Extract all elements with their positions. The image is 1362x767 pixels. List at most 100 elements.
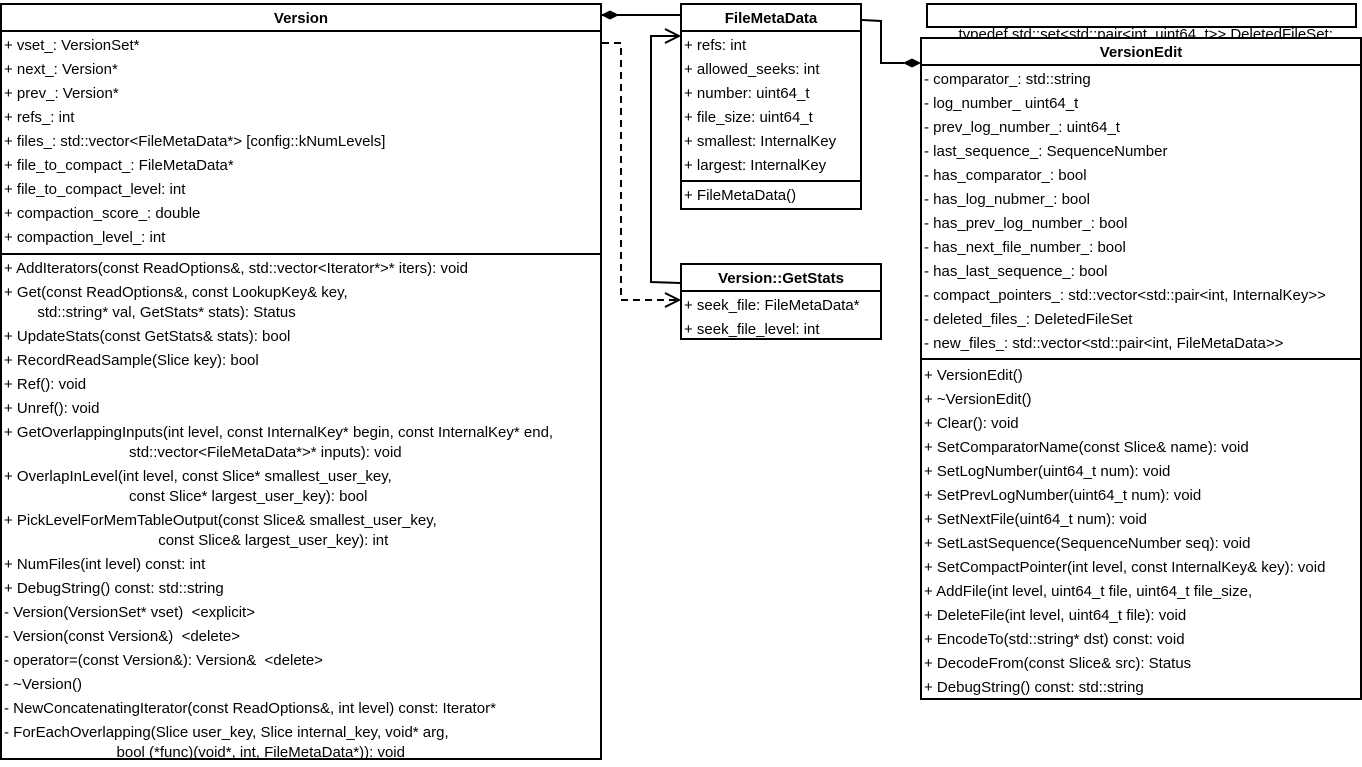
attribute-has-last-sequence: - has_last_sequence_: bool — [924, 263, 1108, 280]
method-filemetadata: + FileMetaData() — [682, 186, 860, 210]
composition-line-filemeta-versionedit — [861, 19, 904, 64]
attribute-compaction-score: + compaction_score_: double — [4, 205, 201, 222]
attribute-vset: + vset_: VersionSet* — [4, 37, 140, 54]
method-signature: + FileMetaData() — [684, 187, 797, 204]
attribute-has-log-nubmer: - has_log_nubmer_: bool — [924, 191, 1090, 208]
class-title: Version — [2, 5, 600, 32]
attribute-seek-file-level: + seek_file_level: int — [684, 321, 820, 338]
method-signature: - Version(VersionSet* vset) <explicit> — [4, 604, 255, 621]
method-newconcatenatingiterator: - NewConcatenatingIterator(const ReadOpt… — [2, 699, 600, 723]
method-clear: + Clear(): void — [922, 414, 1360, 438]
composition-diamond-version — [600, 10, 620, 20]
method-versionedit: + ~VersionEdit() — [922, 390, 1360, 414]
method-signature-continued: std::vector<FileMetaData*>* inputs): voi… — [4, 444, 402, 461]
method-signature: + PickLevelForMemTableOutput(const Slice… — [4, 512, 437, 529]
method-signature: + RecordReadSample(Slice key): bool — [4, 352, 259, 369]
method-versionedit: + VersionEdit() — [922, 366, 1360, 390]
method-signature-continued: bool (*func)(void*, int, FileMetaData*))… — [4, 744, 405, 761]
attribute-has-next-file-number: - has_next_file_number_: bool — [924, 239, 1126, 256]
attribute-compaction-level: + compaction_level_: int — [4, 229, 166, 246]
method-signature: - ~Version() — [4, 676, 82, 693]
method-operator: - operator=(const Version&): Version& <d… — [2, 651, 600, 675]
method-unref: + Unref(): void — [2, 399, 600, 423]
attribute-number: + number: uint64_t — [684, 85, 810, 102]
method-overlapinlevel: + OverlapInLevel(int level, const Slice*… — [2, 467, 600, 511]
attribute-prev-log-number: - prev_log_number_: uint64_t — [924, 119, 1120, 136]
method-signature: + SetComparatorName(const Slice& name): … — [924, 439, 1249, 456]
method-ref: + Ref(): void — [2, 375, 600, 399]
method-picklevelformemtableoutput: + PickLevelForMemTableOutput(const Slice… — [2, 511, 600, 555]
attribute-smallest: + smallest: InternalKey — [684, 133, 837, 150]
attribute-last-sequence: - last_sequence_: SequenceNumber — [924, 143, 1168, 160]
method-signature: + SetPrevLogNumber(uint64_t num): void — [924, 487, 1202, 504]
composition-diamond-versionedit — [902, 58, 922, 68]
attribute-compact-pointers: - compact_pointers_: std::vector<std::pa… — [924, 287, 1326, 304]
method-signature: + GetOverlappingInputs(int level, const … — [4, 424, 554, 441]
method-setnextfile: + SetNextFile(uint64_t num): void — [922, 510, 1360, 534]
attribute-files: + files_: std::vector<FileMetaData*> [co… — [4, 133, 386, 150]
class-version-get-stats[interactable]: Version::GetStats + seek_file: FileMetaD… — [680, 263, 882, 340]
method-signature: + Clear(): void — [924, 415, 1019, 432]
method-signature: - ForEachOverlapping(Slice user_key, Sli… — [4, 724, 449, 741]
class-version[interactable]: Version + vset_: VersionSet* + next_: Ver… — [0, 3, 602, 761]
method-signature: + ~VersionEdit() — [924, 391, 1032, 408]
class-version-edit[interactable]: VersionEdit - comparator_: std::string- … — [920, 37, 1362, 700]
method-decodefrom: + DecodeFrom(const Slice& src): Status — [922, 654, 1360, 678]
method-signature-continued: const Slice* largest_user_key): bool — [4, 488, 368, 505]
method-signature: + Unref(): void — [4, 400, 100, 417]
class-file-meta-data[interactable]: FileMetaData + refs: int+ allowed_seeks:… — [680, 3, 862, 210]
method-version: - Version(const Version&) <delete> — [2, 627, 600, 651]
method-deletefile: + DeleteFile(int level, uint64_t file): … — [922, 606, 1360, 630]
method-signature: + SetLogNumber(uint64_t num): void — [924, 463, 1171, 480]
attribute-refs: + refs_: int — [4, 109, 75, 126]
attribute-list: + seek_file: FileMetaData* + seek_file_le… — [682, 292, 880, 342]
attribute-has-prev-log-number: - has_prev_log_number_: bool — [924, 215, 1128, 232]
method-signature: + UpdateStats(const GetStats& stats): bo… — [4, 328, 291, 345]
association-line-getstats-filemeta — [650, 35, 681, 284]
attribute-file-size: + file_size: uint64_t — [684, 109, 813, 126]
method-list: + VersionEdit() + ~VersionEdit() + Clear()… — [922, 360, 1360, 702]
method-signature: + VersionEdit() — [924, 367, 1023, 384]
method-numfiles: + NumFiles(int level) const: int — [2, 555, 600, 579]
method-signature: + SetNextFile(uint64_t num): void — [924, 511, 1148, 528]
attribute-seek-file: + seek_file: FileMetaData* — [684, 297, 860, 314]
method-signature: + DeleteFile(int level, uint64_t file): … — [924, 607, 1187, 624]
method-signature-continued: std::string* val, GetStats* stats): Stat… — [4, 304, 296, 321]
method-addfile: + AddFile(int level, uint64_t file, uint… — [922, 582, 1360, 606]
method-getoverlappinginputs: + GetOverlappingInputs(int level, const … — [2, 423, 600, 467]
method-signature: + SetLastSequence(SequenceNumber seq): v… — [924, 535, 1251, 552]
method-signature: - Version(const Version&) <delete> — [4, 628, 240, 645]
method-encodeto: + EncodeTo(std::string* dst) const: void — [922, 630, 1360, 654]
attribute-prev: + prev_: Version* — [4, 85, 119, 102]
method-version: - Version(VersionSet* vset) <explicit> — [2, 603, 600, 627]
method-signature: + DebugString() const: std::string — [4, 580, 224, 597]
class-title: Version::GetStats — [682, 265, 880, 292]
attribute-refs: + refs: int — [684, 37, 747, 54]
method-setcompactpointer: + SetCompactPointer(int level, const Int… — [922, 558, 1360, 582]
method-signature: - NewConcatenatingIterator(const ReadOpt… — [4, 700, 496, 717]
method-signature-continued: const Slice& largest_user_key): int — [4, 532, 389, 549]
attribute-deleted-files: - deleted_files_: DeletedFileSet — [924, 311, 1133, 328]
dependency-arrowhead-getstats — [664, 292, 682, 308]
method-signature: + AddFile(int level, uint64_t file, uint… — [924, 583, 1253, 600]
attribute-next: + next_: Version* — [4, 61, 118, 78]
attribute-has-comparator: - has_comparator_: bool — [924, 167, 1087, 184]
method-signature: + DebugString() const: std::string — [924, 679, 1144, 696]
method-signature: + EncodeTo(std::string* dst) const: void — [924, 631, 1185, 648]
method-additerators: + AddIterators(const ReadOptions&, std::… — [2, 259, 600, 283]
association-arrowhead-filemeta — [664, 28, 682, 44]
method-foreachoverlapping: - ForEachOverlapping(Slice user_key, Sli… — [2, 723, 600, 767]
attribute-comparator: - comparator_: std::string — [924, 71, 1091, 88]
method-signature: - operator=(const Version&): Version& <d… — [4, 652, 323, 669]
method-setlognumber: + SetLogNumber(uint64_t num): void — [922, 462, 1360, 486]
method-signature: + AddIterators(const ReadOptions&, std::… — [4, 260, 468, 277]
method-signature: + NumFiles(int level) const: int — [4, 556, 206, 573]
method-setlastsequence: + SetLastSequence(SequenceNumber seq): v… — [922, 534, 1360, 558]
attribute-list: + vset_: VersionSet* + next_: Version* + p… — [2, 32, 600, 255]
attribute-file-to-compact: + file_to_compact_: FileMetaData* — [4, 157, 234, 174]
method-setcomparatorname: + SetComparatorName(const Slice& name): … — [922, 438, 1360, 462]
method-signature: + DecodeFrom(const Slice& src): Status — [924, 655, 1192, 672]
typedef-note: typedef std::set<std::pair<int, uint64_t… — [926, 3, 1357, 43]
method-signature: + SetCompactPointer(int level, const Int… — [924, 559, 1326, 576]
method-recordreadsample: + RecordReadSample(Slice key): bool — [2, 351, 600, 375]
